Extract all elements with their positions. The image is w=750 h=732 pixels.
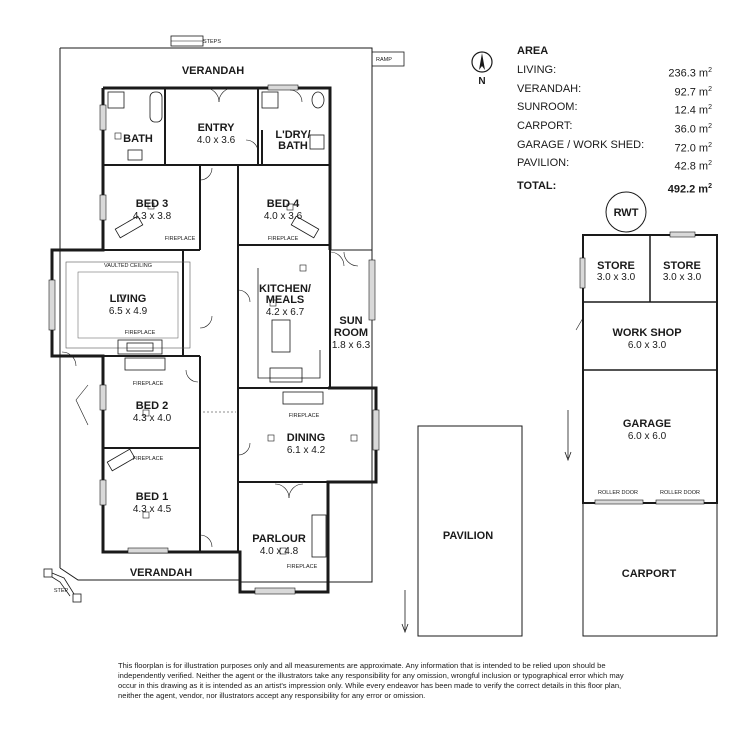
- disclaimer: This floorplan is for illustration purpo…: [118, 661, 624, 700]
- fireplace-label-bed2-top: FIREPLACE: [133, 381, 164, 387]
- north-label: N: [478, 76, 485, 86]
- store2-label: STORE: [663, 260, 701, 272]
- bed4-size: 4.0 x 3.6: [264, 211, 303, 222]
- bed2-size: 4.3 x 4.0: [133, 413, 172, 424]
- area-row: SUNROOM: 12.4 m2: [517, 100, 712, 119]
- sunroom-label-2: ROOM: [334, 327, 368, 339]
- pavilion-label: PAVILION: [443, 530, 493, 542]
- fireplace-label-living: FIREPLACE: [125, 330, 156, 336]
- vaulted-ceiling-outline: [65, 261, 191, 349]
- light-fixtures: [114, 132, 358, 555]
- area-total-label: TOTAL:: [517, 179, 557, 192]
- fireplace-label-parlour: FIREPLACE: [287, 564, 318, 570]
- sunroom-size: 1.8 x 6.3: [332, 340, 371, 351]
- area-row-value: 12.4 m2: [674, 104, 712, 117]
- area-row: PAVILION: 42.8 m2: [517, 156, 712, 175]
- north-arrow-icon: N: [470, 50, 494, 87]
- fireplace-label-dining: FIREPLACE: [289, 413, 320, 419]
- kitchen-label: KITCHEN/: [259, 283, 311, 295]
- area-row-label: SUNROOM:: [517, 101, 578, 114]
- carport-label: CARPORT: [622, 568, 677, 580]
- bath-label: BATH: [123, 133, 153, 145]
- store2-size: 3.0 x 3.0: [663, 272, 702, 283]
- fireplaces: [106, 215, 327, 558]
- area-row-value: 36.0 m2: [674, 122, 712, 136]
- dining-label: DINING: [287, 432, 326, 444]
- garage-label: GARAGE: [623, 418, 671, 430]
- door-swings: [61, 87, 359, 548]
- bed1-size: 4.3 x 4.5: [133, 504, 172, 515]
- kitchen-bench: [257, 268, 321, 383]
- area-total-value: 492.2 m2: [667, 182, 712, 196]
- area-title: AREA: [517, 45, 549, 57]
- area-row-label: GARAGE / WORK SHED:: [517, 138, 645, 151]
- area-row: LIVING: 236.3 m2: [517, 63, 712, 82]
- entry-size: 4.0 x 3.6: [197, 135, 236, 146]
- ldry-label-2: BATH: [278, 140, 308, 152]
- verandah-top-label: VERANDAH: [182, 65, 244, 77]
- fireplace-label-bed1: FIREPLACE: [133, 456, 164, 462]
- area-row-value: 72.0 m2: [674, 141, 712, 155]
- pavilion-outline: [417, 425, 523, 637]
- area-row-value: 92.7 m2: [674, 85, 712, 99]
- house-exterior-wall: [50, 86, 378, 594]
- fireplace-label-bed4: FIREPLACE: [268, 236, 299, 242]
- roller-door-label-1: ROLLER DOOR: [598, 490, 638, 496]
- windows: [48, 84, 380, 595]
- vaulted-ceiling-label: VAULTED CEILING: [104, 263, 152, 269]
- area-row-label: PAVILION:: [517, 157, 570, 170]
- parlour-label: PARLOUR: [252, 533, 306, 545]
- garage-size: 6.0 x 6.0: [628, 431, 667, 442]
- entry-label: ENTRY: [198, 122, 236, 134]
- sunroom-label: SUN: [339, 315, 362, 327]
- fireplace-label-bed3: FIREPLACE: [165, 236, 196, 242]
- area-row: CARPORT: 36.0 m2: [517, 119, 712, 138]
- step-bottom-label: STEP: [54, 588, 69, 594]
- area-total-row: TOTAL: 492.2 m2: [517, 179, 712, 198]
- kitchen-label-2: MEALS: [266, 294, 305, 306]
- verandah-outline-bottom: [59, 567, 240, 581]
- kitchen-size: 4.2 x 6.7: [266, 307, 305, 318]
- dining-size: 6.1 x 4.2: [287, 445, 326, 456]
- area-rows: LIVING: 236.3 m2 VERANDAH: 92.7 m2 SUNROOM: 1…: [517, 63, 712, 175]
- ldry-label: L'DRY/: [275, 129, 310, 141]
- living-size: 6.5 x 4.9: [109, 306, 148, 317]
- area-row-value: 236.3 m2: [668, 67, 712, 80]
- area-row: GARAGE / WORK SHED: 72.0 m2: [517, 138, 712, 157]
- ramp: [371, 51, 405, 67]
- workshop-size: 6.0 x 3.0: [628, 340, 667, 351]
- area-row: VERANDAH: 92.7 m2: [517, 82, 712, 101]
- verandah-bottom-label: VERANDAH: [130, 567, 192, 579]
- bottom-step: [43, 568, 82, 603]
- area-row-label: VERANDAH:: [517, 82, 582, 95]
- bed3-size: 4.3 x 3.8: [133, 211, 172, 222]
- area-row-label: LIVING:: [517, 64, 557, 76]
- parlour-size: 4.0 x 4.8: [260, 546, 299, 557]
- bed2-label: BED 2: [136, 400, 168, 412]
- store1-label: STORE: [597, 260, 635, 272]
- interior-walls: [103, 88, 376, 552]
- workshop-label: WORK SHOP: [612, 327, 681, 339]
- rwt-tank: [605, 191, 647, 233]
- ramp-label: RAMP: [376, 57, 392, 63]
- bed4-label: BED 4: [267, 198, 300, 210]
- store1-size: 3.0 x 3.0: [597, 272, 636, 283]
- rwt-label: RWT: [614, 207, 639, 219]
- bed3-label: BED 3: [136, 198, 168, 210]
- roller-door-label-2: ROLLER DOOR: [660, 490, 700, 496]
- steps-top-label: STEPS: [203, 39, 221, 45]
- bath-fixtures: [107, 91, 325, 161]
- area-row-value: 42.8 m2: [674, 160, 712, 173]
- area-row-label: CARPORT:: [517, 119, 573, 132]
- living-label: LIVING: [110, 293, 147, 305]
- shed-building: [582, 234, 718, 637]
- bed1-label: BED 1: [136, 491, 168, 503]
